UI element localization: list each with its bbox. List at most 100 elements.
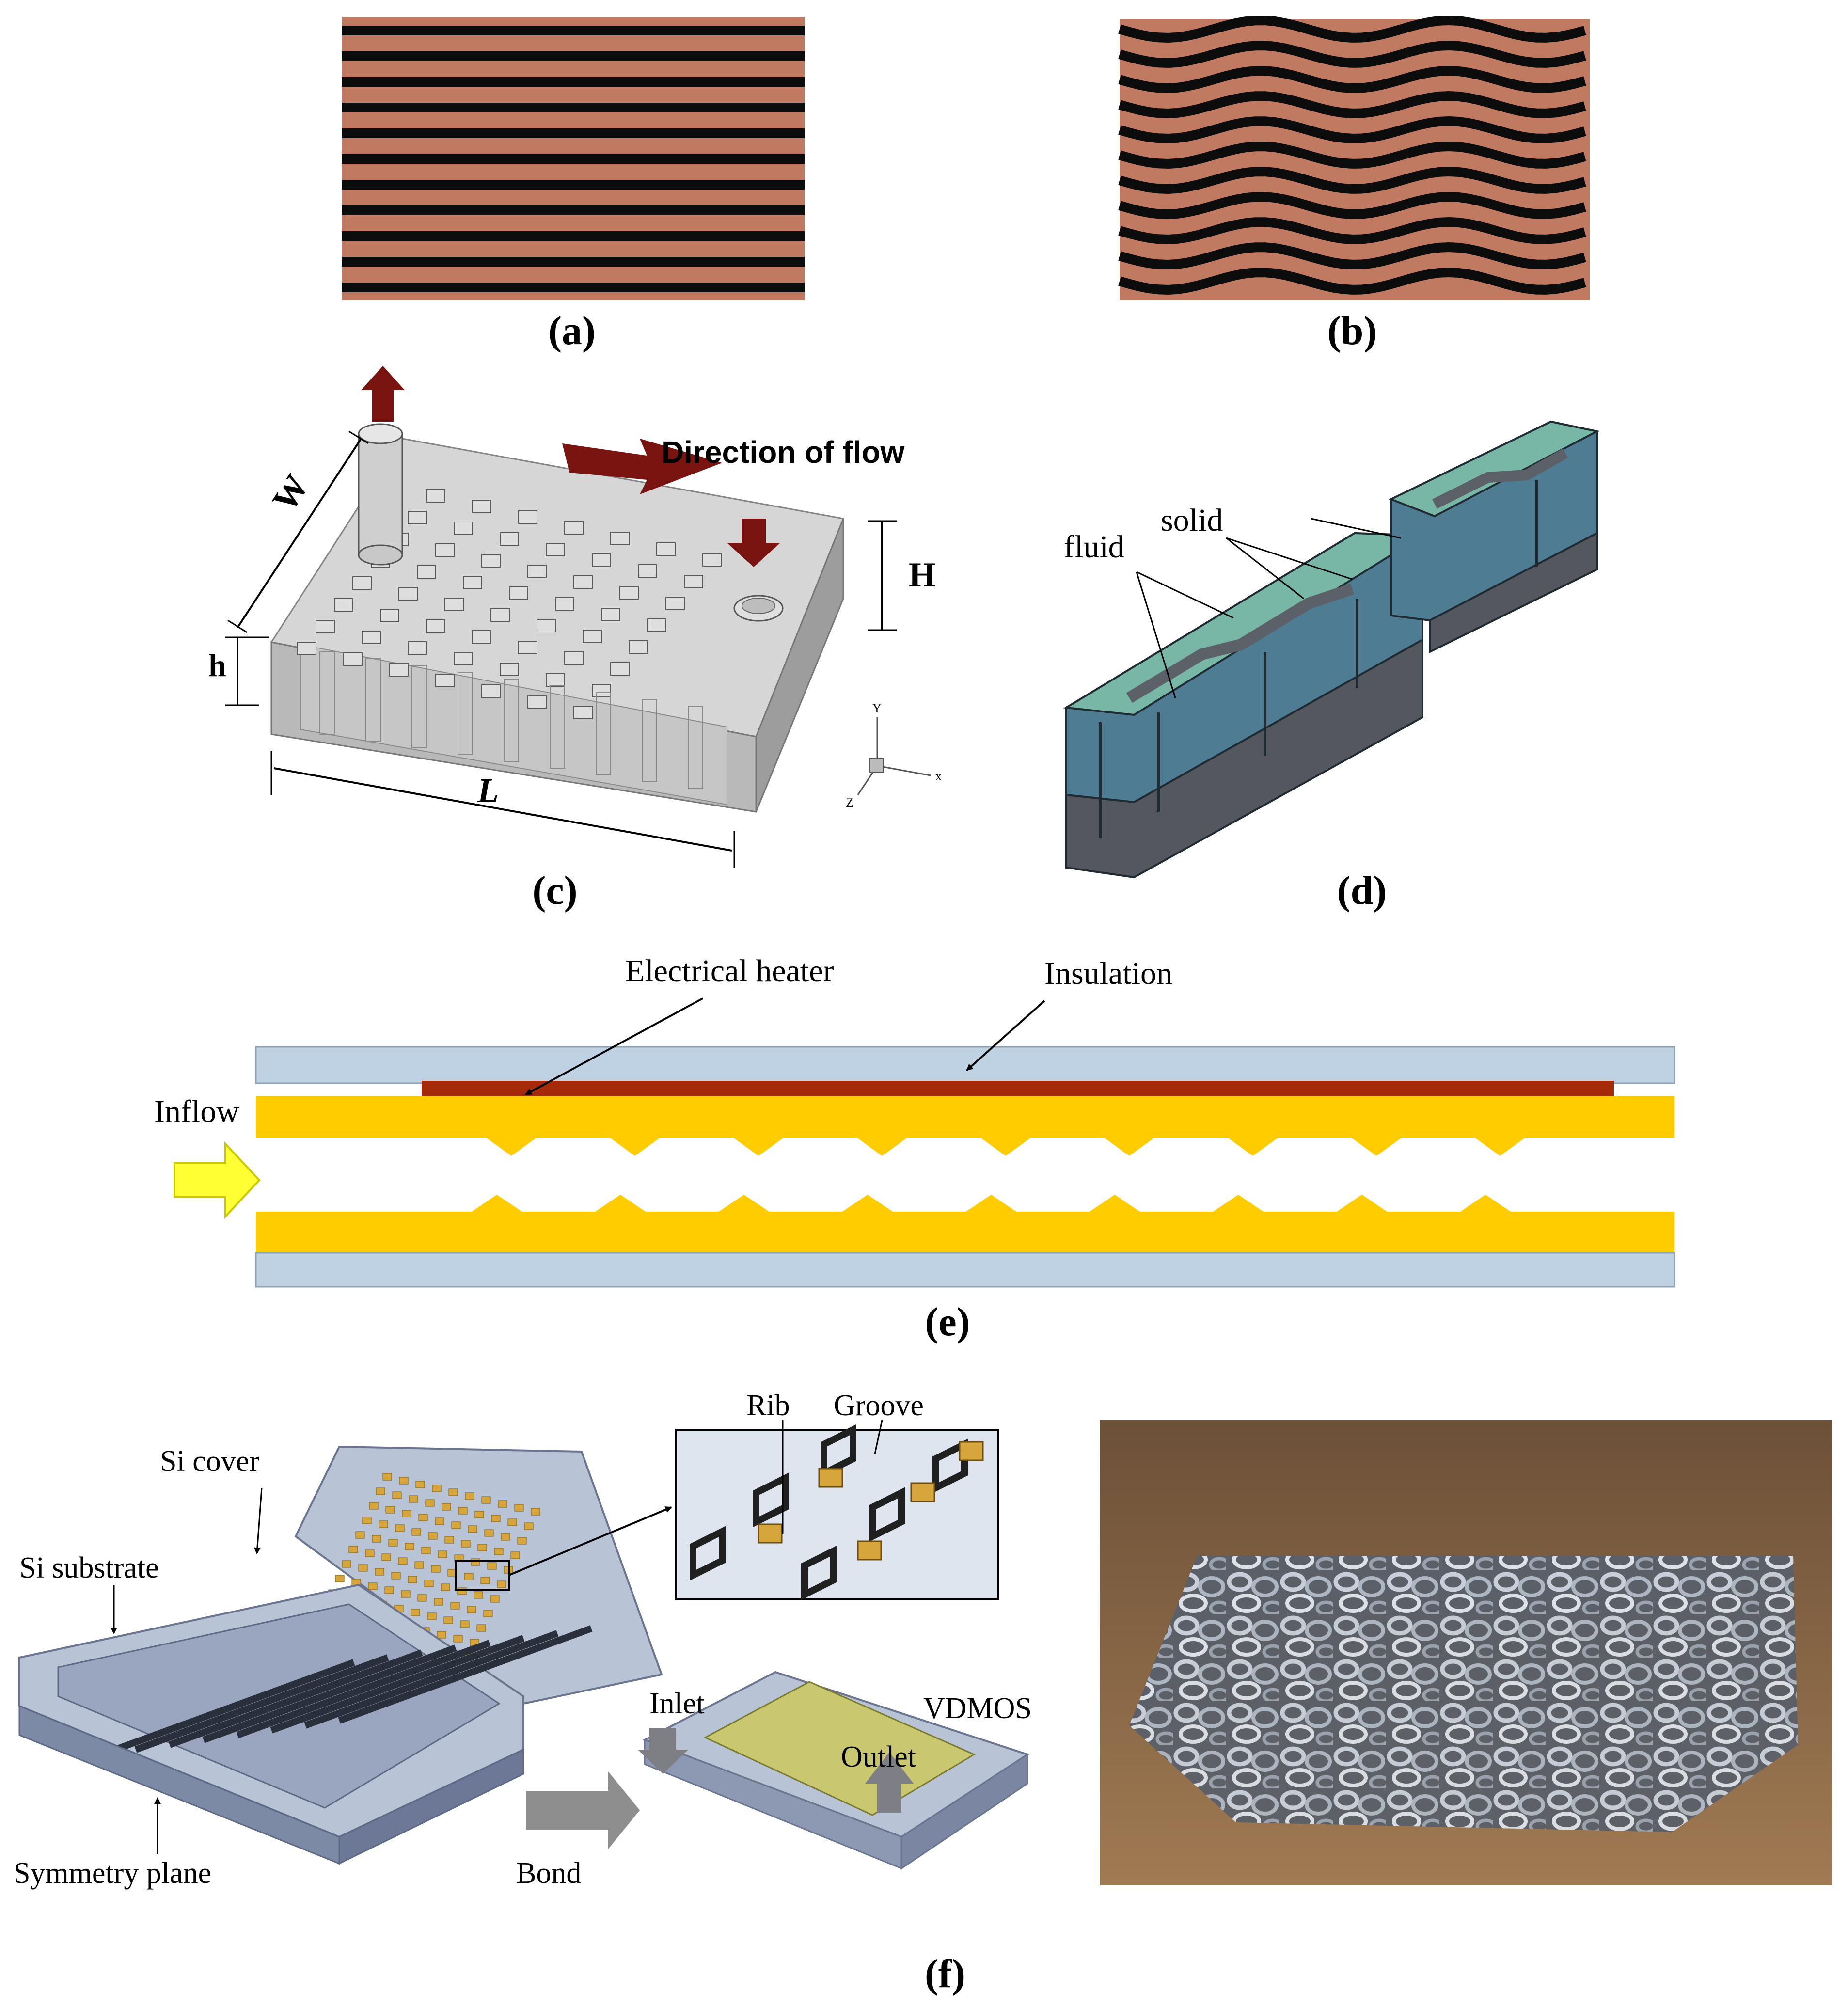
up-arrow-icon [361, 366, 405, 422]
pin-fin [398, 587, 418, 601]
substrate-wall [202, 1644, 457, 1743]
gold-rib [494, 1548, 504, 1555]
gold-rib [342, 1560, 351, 1568]
pin-fin [417, 565, 436, 579]
top-rib [855, 1137, 909, 1156]
bottom-rib [964, 1195, 1018, 1213]
left-block-base [1065, 638, 1423, 879]
gold-rib [385, 1506, 395, 1514]
inner-cavity [300, 644, 727, 806]
pin-column [688, 706, 703, 789]
pin-column [458, 672, 473, 755]
gold-rib [402, 1510, 411, 1517]
pin-fin [546, 673, 565, 687]
dim-H-label: H [909, 555, 936, 594]
top-rib [1226, 1137, 1279, 1156]
zoom-inset [675, 1429, 999, 1600]
inflow-arrow-icon [174, 1141, 261, 1219]
channel-line [342, 180, 805, 190]
channel-line [342, 103, 805, 112]
gold-rib [491, 1515, 501, 1522]
pin-fin [629, 640, 648, 654]
bottom-rib [1459, 1195, 1512, 1213]
pin-fin [610, 532, 630, 545]
gold-rib [487, 1562, 497, 1570]
gold-rib [444, 1536, 454, 1544]
wavy-channel-lines [1118, 15, 1586, 295]
inflow-label: Inflow [154, 1094, 239, 1129]
outlet-tube-bottom [358, 544, 403, 566]
gold-rib [480, 1577, 490, 1584]
wavy-channel-line [1118, 166, 1586, 194]
inset-rib [758, 1523, 783, 1544]
outlet-tube [358, 433, 403, 556]
wavy-channel-line [1118, 242, 1586, 270]
gold-rib [476, 1624, 486, 1632]
box-side-face [755, 518, 844, 812]
gold-rib [399, 1477, 409, 1485]
gold-rib [381, 1553, 391, 1561]
wavy-channel-line [1118, 40, 1586, 68]
pin-column [596, 692, 611, 775]
si-cover-label: Si cover [160, 1445, 259, 1478]
inset-rib [818, 1468, 843, 1488]
left-flow-arrow-icon [562, 439, 722, 494]
gold-rib [388, 1539, 398, 1547]
gold-rib [451, 1521, 461, 1529]
top-rib [1350, 1137, 1403, 1156]
gold-rib [372, 1535, 381, 1543]
gold-rib [514, 1504, 524, 1512]
bottom-rib [1088, 1195, 1141, 1213]
si-substrate-label: Si substrate [19, 1551, 159, 1584]
dim-W-label: W [265, 468, 316, 518]
gold-rib [395, 1524, 405, 1532]
gold-rib [474, 1511, 484, 1518]
pin-column [411, 665, 427, 748]
gold-rib [382, 1473, 392, 1481]
pin-fin [426, 619, 445, 633]
gold-rib [467, 1606, 476, 1613]
pin-fin [537, 619, 556, 632]
channel-line [342, 257, 805, 267]
gold-rib [392, 1491, 402, 1499]
bottom-rib [470, 1195, 523, 1213]
pin-fin [518, 510, 537, 524]
top-rib [608, 1137, 662, 1156]
dim-h-label: h [208, 648, 226, 683]
pin-fin [463, 576, 482, 589]
bonded-device-side [900, 1753, 1028, 1870]
pin-fin [564, 651, 584, 665]
pin-fin [619, 586, 639, 600]
substrate-side-edge [338, 1748, 524, 1865]
channel-line [342, 154, 805, 164]
bond-arrow-icon [526, 1771, 640, 1849]
gold-rib [448, 1488, 458, 1496]
outlet-label: Outlet [841, 1740, 916, 1773]
symmetry-plane-label: Symmetry plane [14, 1857, 211, 1890]
pin-fin [454, 522, 473, 535]
top-rib [979, 1137, 1032, 1156]
gold-rib [441, 1583, 450, 1591]
gold-rib [434, 1598, 443, 1606]
bottom-wall-ribs [470, 1195, 1512, 1213]
gold-rib [348, 1546, 358, 1553]
fluid-label: fluid [1064, 529, 1124, 565]
direction-of-flow-label: Direction of flow [662, 435, 905, 470]
pin-fin [316, 620, 335, 633]
gold-rib [501, 1533, 510, 1541]
pin-fin [481, 684, 501, 698]
gold-rib [477, 1544, 487, 1551]
substrate-wall [134, 1654, 389, 1753]
pin-fin [352, 576, 372, 590]
top-insulation [255, 1046, 1675, 1084]
gold-rib [375, 1568, 384, 1576]
gold-rib [460, 1620, 470, 1628]
bottom-rib [841, 1195, 894, 1213]
inset-rib [959, 1441, 984, 1461]
axis-y-label: Y [872, 701, 882, 715]
dim-L-label: L [477, 771, 499, 810]
pin-fin [408, 641, 427, 655]
channel-line [342, 51, 805, 61]
electrical-heater-label: Electrical heater [625, 953, 834, 989]
substrate-wall [100, 1659, 355, 1758]
